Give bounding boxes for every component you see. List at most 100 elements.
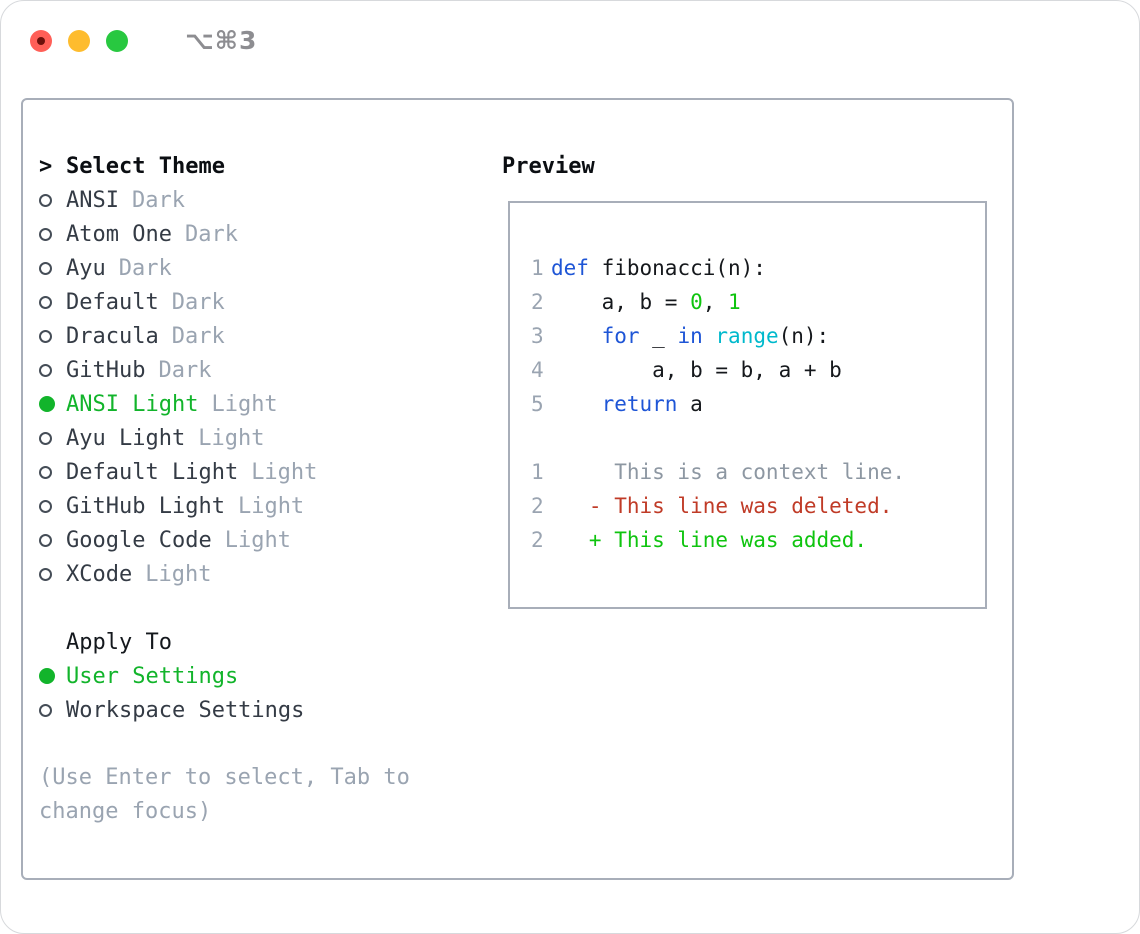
apply-option-user-settings[interactable]: User Settings [39, 659, 479, 693]
apply-option-workspace-settings[interactable]: Workspace Settings [39, 693, 479, 727]
spacer-row [39, 727, 479, 761]
radio-unselected-icon [39, 193, 66, 207]
window-title: ⌥⌘3 [185, 26, 258, 55]
radio-unselected-icon [39, 261, 66, 275]
theme-name: Default [66, 289, 159, 315]
radio-unselected-icon [39, 329, 66, 343]
minimize-button[interactable] [68, 29, 90, 52]
theme-variant-label: Dark [118, 255, 172, 281]
radio-unselected-icon [39, 465, 66, 479]
radio-unselected-icon [39, 431, 66, 445]
apply-to-title: Apply To [66, 629, 172, 655]
theme-variant-label: Dark [131, 187, 185, 213]
theme-variant-label: Light [251, 459, 318, 485]
radio-unselected-icon [39, 295, 66, 309]
code-line: 3 for _ in range(n): [531, 319, 985, 353]
theme-variant-label: Light [145, 561, 212, 587]
code-token: , [702, 290, 729, 314]
radio-selected-icon [39, 668, 66, 684]
theme-name: Ayu Light [66, 425, 186, 451]
radio-unselected-icon [39, 499, 66, 513]
radio-unselected-icon [39, 363, 66, 377]
code-token: 1 [728, 290, 741, 314]
line-number: 4 [531, 358, 544, 382]
theme-name: Atom One [66, 221, 172, 247]
code-line: 5 return a [531, 387, 985, 421]
code-line: 2 a, b = 0, 1 [531, 285, 985, 319]
radio-unselected-icon [39, 567, 66, 581]
code-token: def [551, 256, 589, 280]
apply-to-header: Apply To [39, 625, 479, 659]
theme-variant-label: Light [224, 527, 291, 553]
hint-text: (Use Enter to select, Tab to change focu… [39, 765, 410, 824]
zoom-button[interactable] [106, 29, 128, 52]
theme-name: GitHub Light [66, 493, 225, 519]
theme-option-ansi-light[interactable]: ANSI Light Light [39, 387, 479, 421]
code-token: + This line was added. [551, 528, 868, 552]
theme-name: Default Light [66, 459, 239, 485]
line-number: 5 [531, 392, 544, 416]
theme-option-atom-one[interactable]: Atom One Dark [39, 217, 479, 251]
code-line: 4 a, b = b, a + b [531, 353, 985, 387]
theme-name: ANSI Light [66, 391, 199, 417]
code-line [531, 421, 985, 455]
theme-name: GitHub [66, 357, 146, 383]
theme-option-github-light[interactable]: GitHub Light Light [39, 489, 479, 523]
line-number: 1 [531, 256, 544, 280]
code-token: in [677, 324, 703, 348]
line-number: 1 [531, 460, 544, 484]
theme-name: Dracula [66, 323, 159, 349]
apply-option-label: User Settings [66, 663, 239, 689]
code-line: 2 + This line was added. [531, 523, 985, 557]
preview-title: Preview [502, 153, 595, 179]
theme-option-default-light[interactable]: Default Light Light [39, 455, 479, 489]
radio-unselected-icon [39, 227, 66, 241]
code-token: This is a context line. [551, 460, 906, 484]
code-token: range [715, 324, 779, 348]
theme-option-google-code[interactable]: Google Code Light [39, 523, 479, 557]
focus-caret-icon: > [39, 153, 53, 179]
theme-variant-label: Light [237, 493, 305, 519]
radio-unselected-icon [39, 533, 66, 547]
theme-variant-label: Dark [171, 289, 225, 315]
theme-variant-label: Light [211, 391, 278, 417]
code-token: (n): [778, 324, 830, 348]
close-button[interactable] [30, 29, 52, 52]
theme-name: Google Code [66, 527, 212, 553]
code-token: for [601, 324, 640, 348]
code-token: _ [639, 324, 678, 348]
code-token [551, 392, 602, 416]
close-dot-icon [37, 36, 45, 45]
theme-variant-label: Dark [158, 357, 212, 383]
theme-variant-label: Dark [184, 221, 238, 247]
theme-name: XCode [66, 561, 133, 587]
code-token: - This line was deleted. [551, 494, 893, 518]
code-token: a, b = b, a + b [551, 358, 842, 382]
code-token: a [677, 392, 703, 416]
theme-option-xcode[interactable]: XCode Light [39, 557, 479, 591]
theme-option-github[interactable]: GitHub Dark [39, 353, 479, 387]
code-token: return [601, 392, 678, 416]
line-number: 2 [531, 494, 544, 518]
radio-selected-icon [39, 396, 66, 412]
code-token [551, 324, 602, 348]
line-number: 3 [531, 324, 544, 348]
code-line: 2 - This line was deleted. [531, 489, 985, 523]
theme-option-default[interactable]: Default Dark [39, 285, 479, 319]
code-token: a, b = [551, 290, 691, 314]
titlebar: ⌥⌘3 [30, 26, 257, 55]
select-theme-title: Select Theme [66, 153, 225, 179]
code-token [703, 324, 716, 348]
line-number: 2 [531, 528, 544, 552]
radio-unselected-icon [39, 703, 66, 717]
